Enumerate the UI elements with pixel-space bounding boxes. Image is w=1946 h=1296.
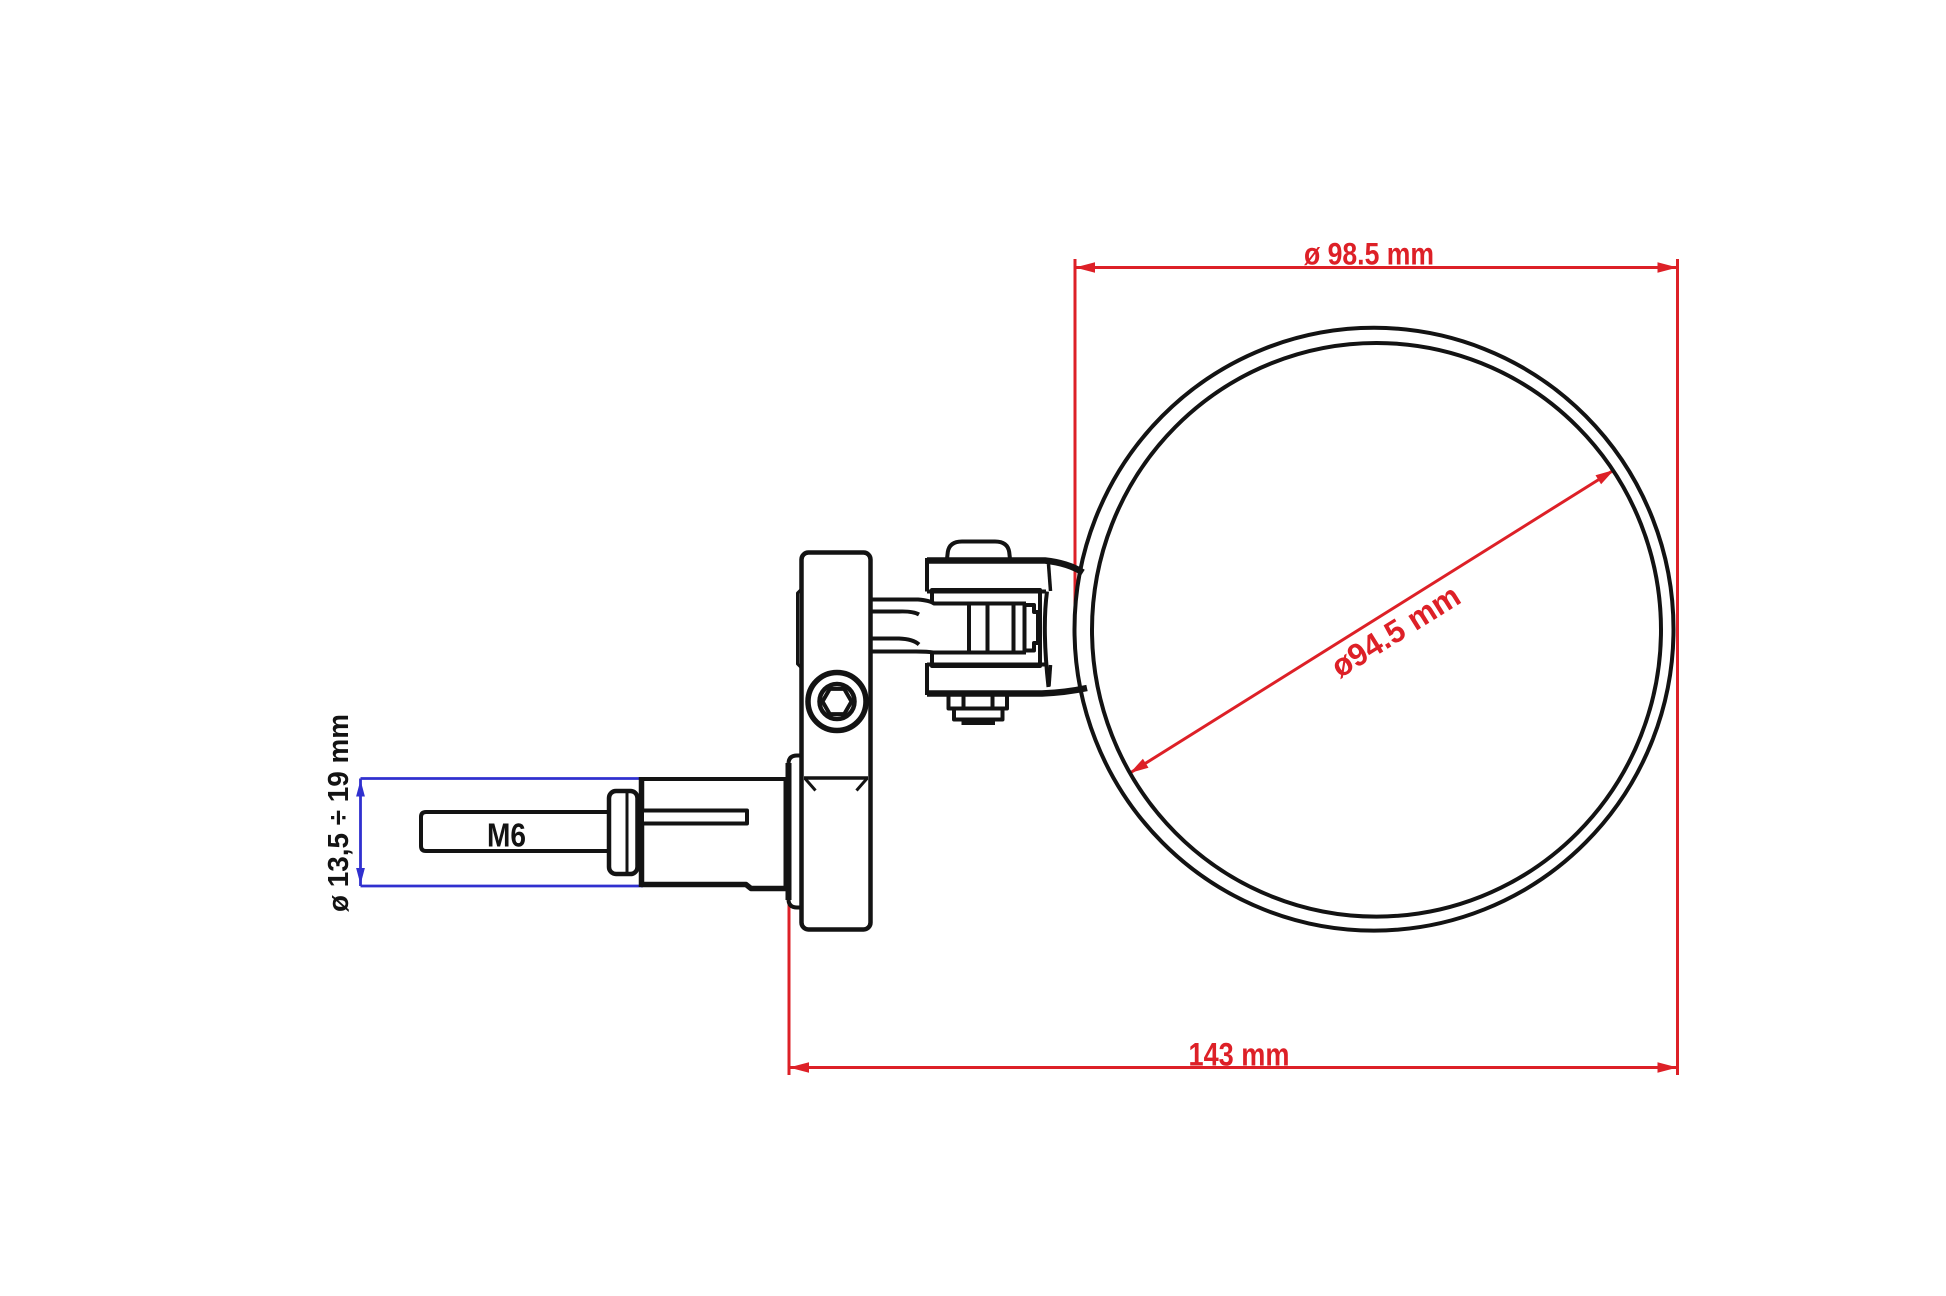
svg-text:143 mm: 143 mm <box>1189 1037 1290 1073</box>
svg-text:M6: M6 <box>487 817 526 854</box>
svg-text:ø 98.5 mm: ø 98.5 mm <box>1304 236 1434 272</box>
svg-text:ø 13,5 ÷ 19 mm: ø 13,5 ÷ 19 mm <box>323 714 355 912</box>
